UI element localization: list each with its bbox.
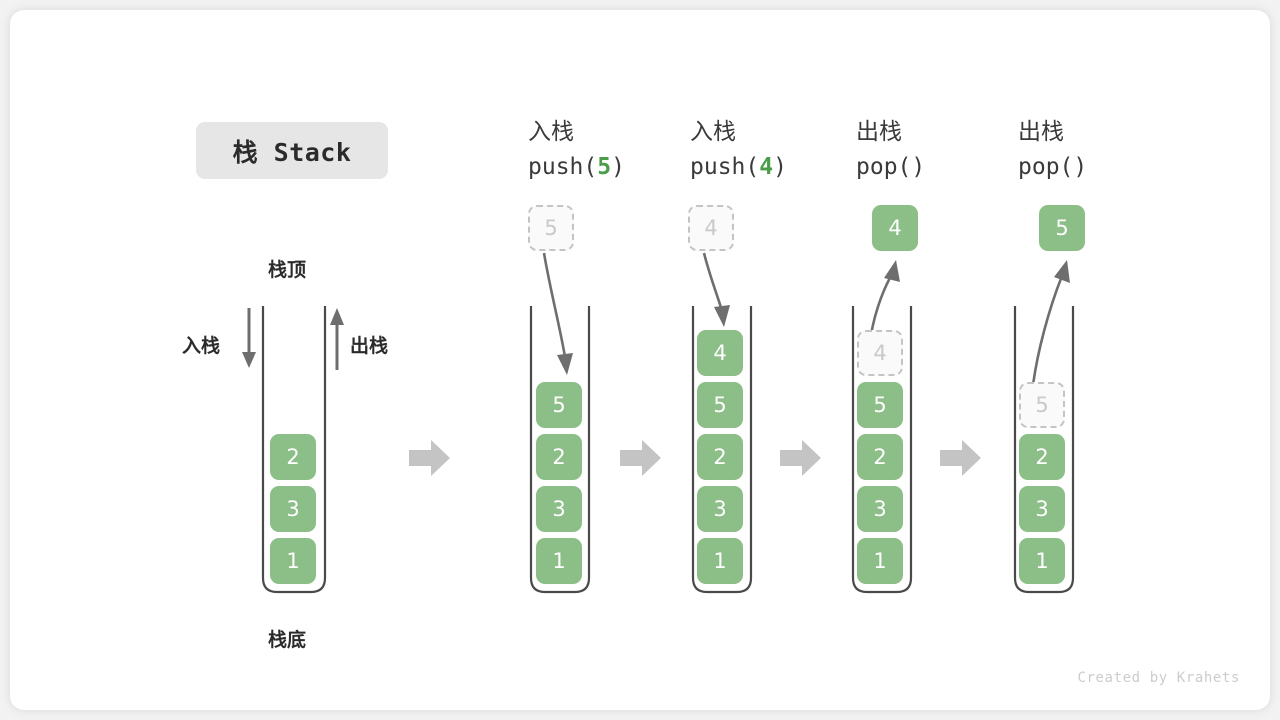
column-heading-push-4: 入栈 push(4)	[690, 115, 787, 185]
stack-cell: 5	[857, 382, 903, 428]
stack-cells-pop-1: 4 5 2 3 1	[857, 330, 903, 584]
column-heading-cn: 出栈	[856, 119, 902, 145]
pop-motion-arrow-icon	[1022, 258, 1074, 396]
push-motion-arrow-icon	[540, 252, 588, 383]
stack-cell: 2	[270, 434, 316, 480]
stack-cells-pop-2: 5 2 3 1	[1019, 382, 1065, 584]
column-heading-cn: 入栈	[690, 119, 736, 145]
stack-container-push-5	[529, 306, 591, 594]
step-arrow-icon	[620, 439, 662, 477]
stack-cell: 2	[536, 434, 582, 480]
stack-cell: 3	[857, 486, 903, 532]
column-heading-pop-1: 出栈 pop()	[856, 115, 925, 185]
ghost-cell: 4	[688, 205, 734, 251]
stack-cells-base: 2 3 1	[270, 434, 316, 584]
stack-container-pop-1	[851, 306, 913, 594]
column-heading-code-suffix: )	[773, 154, 787, 180]
stack-cell: 2	[1019, 434, 1065, 480]
stack-container-pop-2	[1013, 306, 1075, 594]
column-heading-code-suffix: )	[911, 154, 926, 180]
floating-cell-push-4: 4	[688, 205, 734, 251]
column-heading-cn: 入栈	[528, 119, 574, 145]
column-heading-code-value: 4	[759, 154, 774, 180]
stack-cells-push-5: 5 2 3 1	[536, 382, 582, 584]
column-heading-push-5: 入栈 push(5)	[528, 115, 625, 185]
popped-cell: 4	[872, 205, 918, 251]
push-direction-label: 入栈	[182, 335, 221, 357]
stack-cells-push-4: 4 5 2 3 1	[697, 330, 743, 584]
stack-cell: 4	[697, 330, 743, 376]
stack-container-push-4	[691, 306, 753, 594]
stack-bottom-label: 栈底	[268, 629, 307, 651]
stack-cell: 1	[536, 538, 582, 584]
ghost-cell: 5	[1019, 382, 1065, 428]
column-heading-code-prefix: pop(	[856, 154, 912, 180]
floating-cell-pop-2: 5	[1039, 205, 1085, 251]
column-heading-code-suffix: )	[1073, 154, 1088, 180]
column-heading-code-suffix: )	[611, 154, 625, 180]
stack-cell: 3	[1019, 486, 1065, 532]
stack-cell: 3	[697, 486, 743, 532]
diagram-title-chip: 栈 Stack	[196, 122, 388, 179]
column-heading-pop-2: 出栈 pop()	[1018, 115, 1087, 185]
stack-cell: 2	[697, 434, 743, 480]
popped-cell: 5	[1039, 205, 1085, 251]
push-motion-arrow-icon	[700, 252, 748, 333]
push-direction-arrow-icon	[238, 308, 260, 370]
stack-cell: 3	[536, 486, 582, 532]
pop-direction-label: 出栈	[350, 335, 389, 357]
stack-cell: 2	[857, 434, 903, 480]
stack-cell: 1	[857, 538, 903, 584]
step-arrow-icon	[409, 439, 451, 477]
pop-direction-arrow-icon	[326, 308, 348, 370]
stack-cell: 5	[536, 382, 582, 428]
stack-cell: 1	[270, 538, 316, 584]
column-heading-cn: 出栈	[1018, 119, 1064, 145]
column-heading-code-prefix: pop(	[1018, 154, 1074, 180]
column-heading-code-value: 5	[597, 154, 612, 180]
step-arrow-icon	[940, 439, 982, 477]
ghost-cell: 4	[857, 330, 903, 376]
stack-top-label: 栈顶	[268, 259, 307, 281]
ghost-cell: 5	[528, 205, 574, 251]
diagram-card: 栈 Stack 栈顶 栈底 入栈 出栈 2	[10, 10, 1270, 710]
column-heading-code-prefix: push(	[528, 154, 598, 180]
floating-cell-push-5: 5	[528, 205, 574, 251]
column-heading-code-prefix: push(	[690, 154, 760, 180]
stack-container-base	[261, 306, 327, 594]
stack-cell: 3	[270, 486, 316, 532]
stack-cell: 1	[1019, 538, 1065, 584]
stack-cell: 1	[697, 538, 743, 584]
stack-cell: 5	[697, 382, 743, 428]
credit-text: Created by Krahets	[1077, 670, 1240, 686]
floating-cell-pop-1: 4	[872, 205, 918, 251]
step-arrow-icon	[780, 439, 822, 477]
